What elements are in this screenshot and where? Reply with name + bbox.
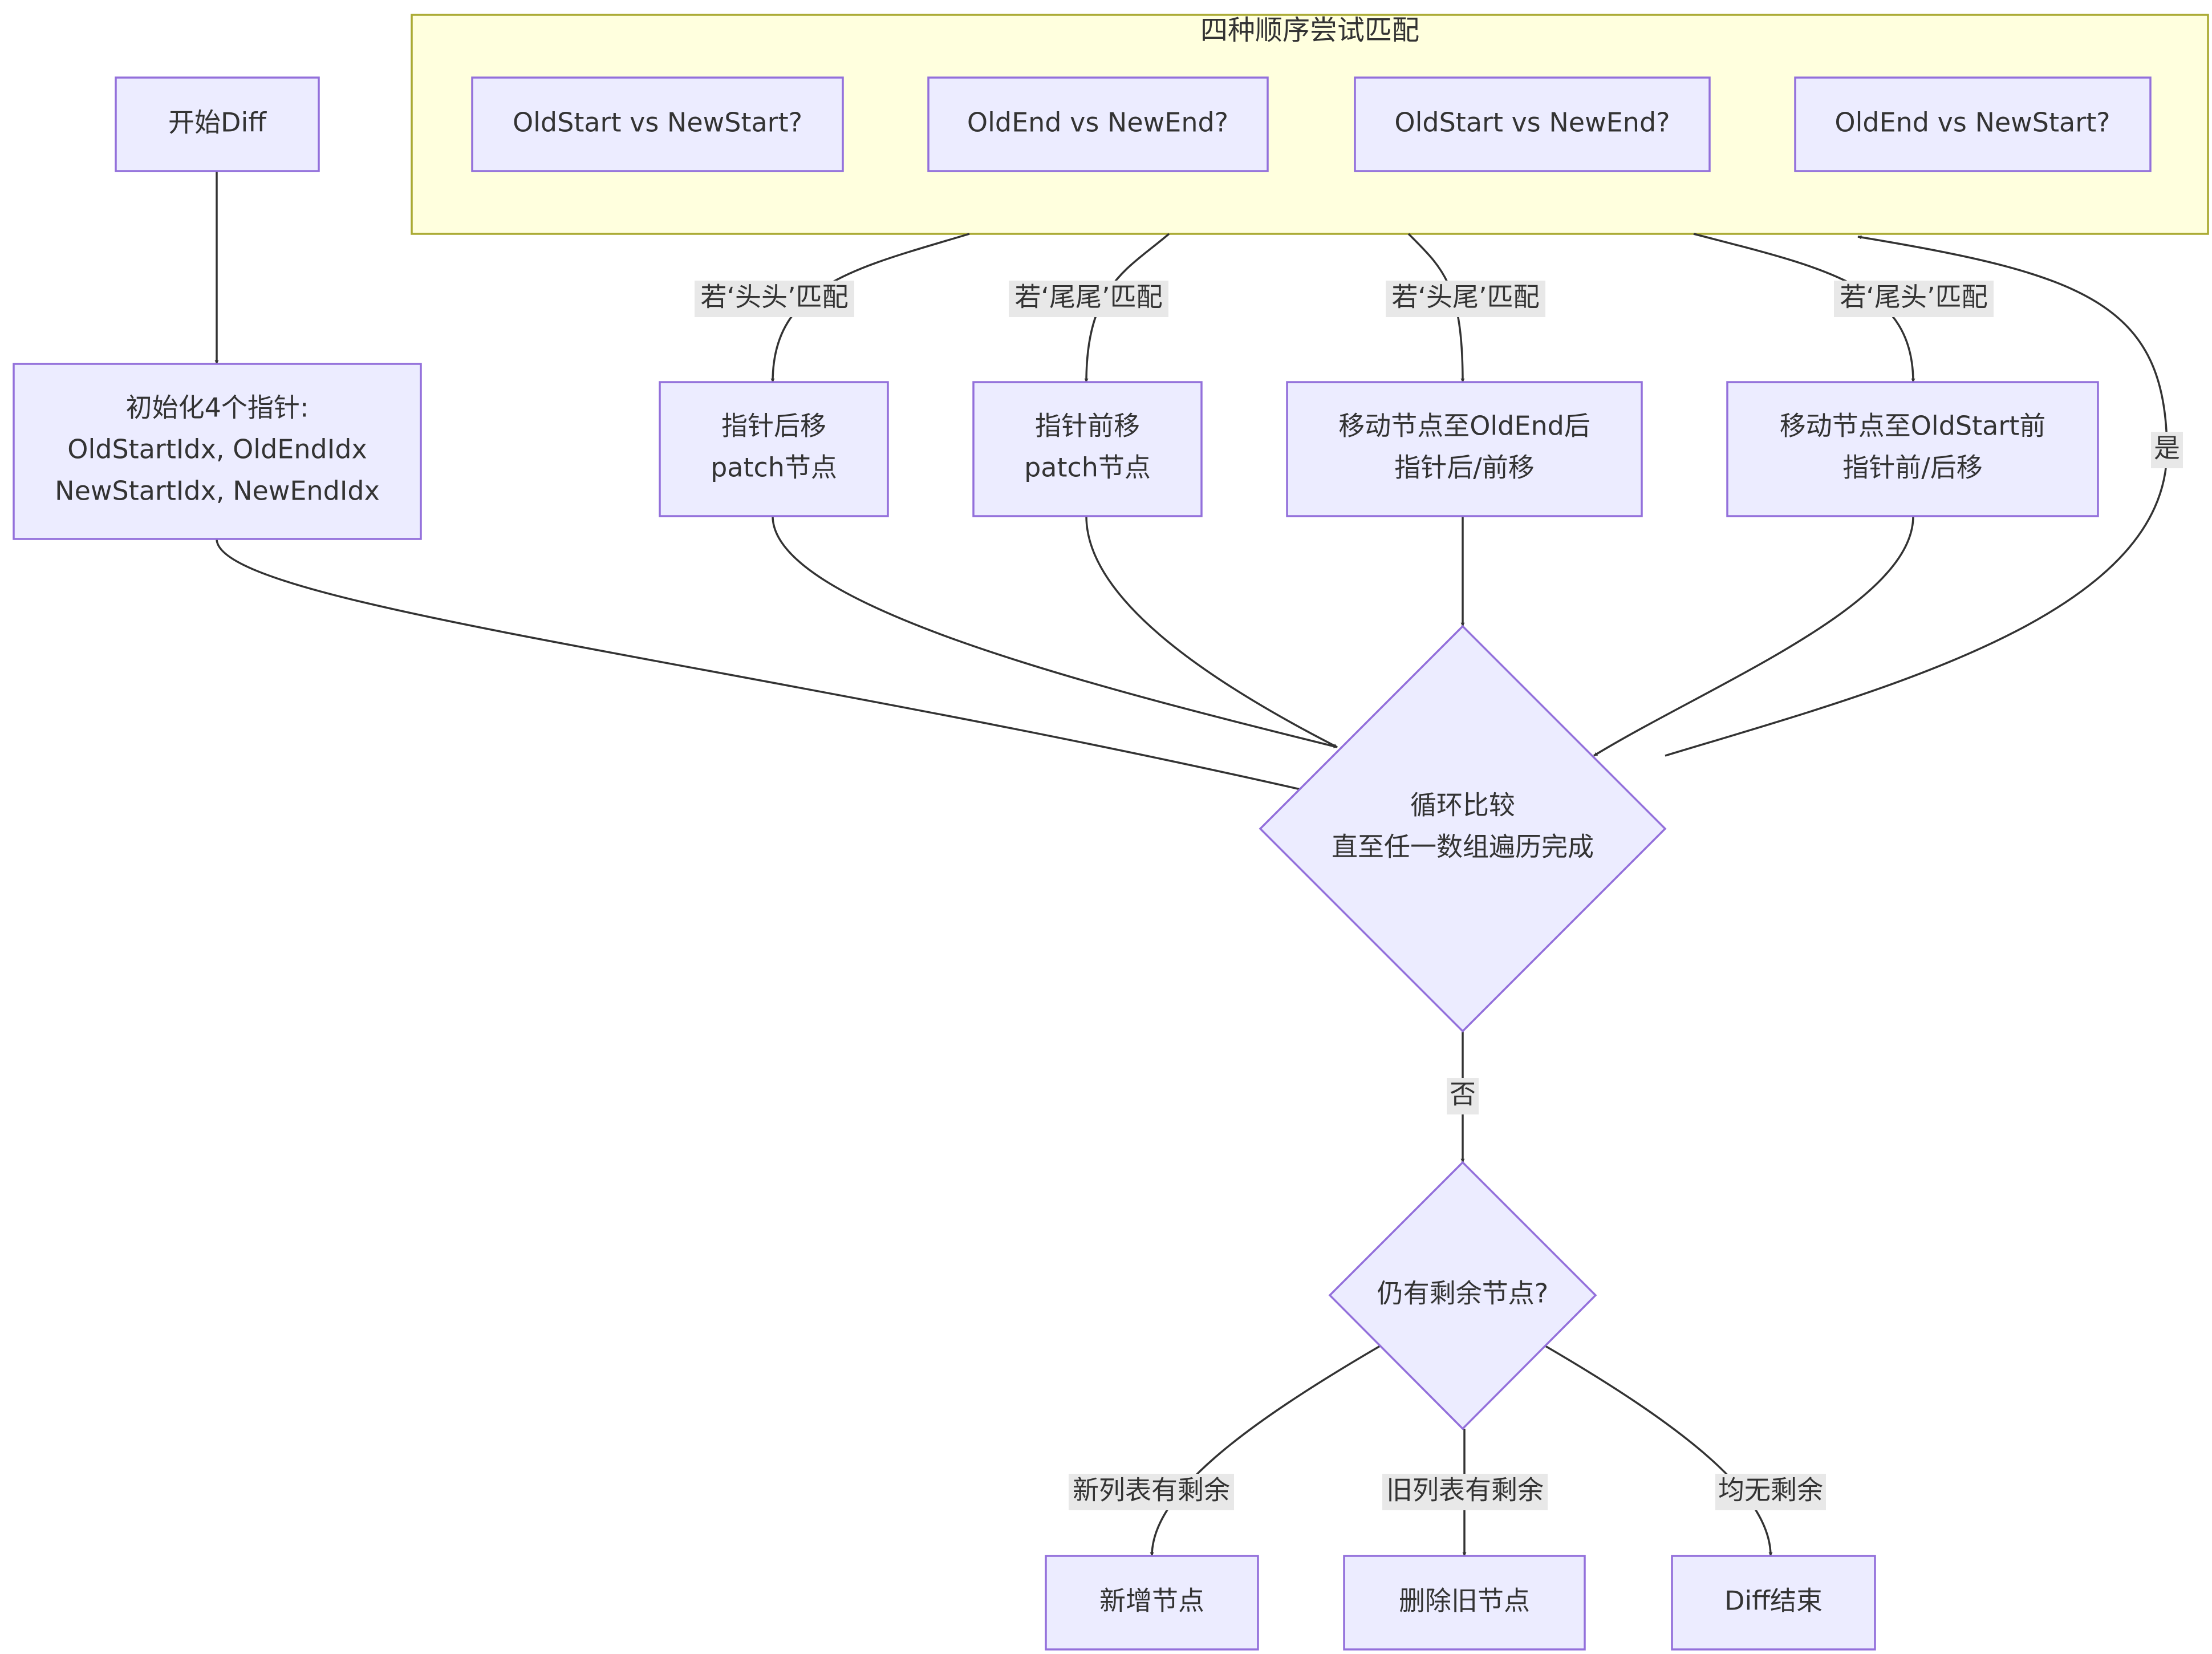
node-loop-line1: 循环比较 — [1410, 790, 1515, 821]
node-init-pointers[interactable]: 初始化4个指针: OldStartIdx, OldEndIdx NewStart… — [13, 363, 422, 540]
edge-act1-to-loop — [772, 516, 1338, 748]
node-loop-compare[interactable]: 循环比较 直至任一数组遍历完成 — [1259, 625, 1667, 1033]
edge-label-old-remaining: 旧列表有剩余 — [1382, 1474, 1548, 1510]
edge-label-none-remaining: 均无剩余 — [1715, 1474, 1826, 1510]
svg-text:若‘尾尾’匹配: 若‘尾尾’匹配 — [1014, 282, 1162, 313]
node-act2-line2: patch节点 — [1024, 452, 1151, 483]
node-act3-line2: 指针后/前移 — [1394, 452, 1535, 483]
node-oldend-vs-newstart[interactable]: OldEnd vs NewStart? — [1794, 76, 2152, 172]
node-act3-line1: 移动节点至OldEnd后 — [1338, 411, 1590, 441]
node-init-line1: 初始化4个指针: — [126, 392, 309, 423]
node-act4-line2: 指针前/后移 — [1842, 452, 1983, 483]
svg-text:是: 是 — [2154, 433, 2180, 464]
node-move-after-oldend[interactable]: 移动节点至OldEnd后 指针后/前移 — [1286, 381, 1643, 517]
cluster-title: 四种顺序尝试匹配 — [1200, 14, 1419, 46]
edge-remain-to-end — [1545, 1345, 1773, 1556]
node-act4-line1: 移动节点至OldStart前 — [1780, 411, 2046, 441]
node-init-line2: OldStartIdx, OldEndIdx — [67, 434, 367, 465]
svg-text:若‘尾头’匹配: 若‘尾头’匹配 — [1840, 282, 1987, 313]
node-add-label: 新增节点 — [1099, 1586, 1204, 1616]
edge-label-tail-head: 若‘尾头’匹配 — [1834, 281, 1994, 317]
node-del-label: 删除旧节点 — [1399, 1586, 1530, 1616]
node-oldend-vs-newend[interactable]: OldEnd vs NewEnd? — [927, 76, 1269, 172]
edge-act2-to-loop — [1085, 516, 1338, 748]
node-cmp3-label: OldStart vs NewEnd? — [1394, 107, 1670, 138]
node-cmp4-label: OldEnd vs NewStart? — [1834, 107, 2110, 138]
svg-text:若‘头头’匹配: 若‘头头’匹配 — [700, 282, 848, 313]
node-start[interactable]: 开始Diff — [115, 76, 320, 172]
edge-label-no: 否 — [1447, 1078, 1479, 1114]
node-oldstart-vs-newend[interactable]: OldStart vs NewEnd? — [1354, 76, 1711, 172]
edge-init-to-loop — [216, 538, 1311, 793]
node-cmp2-label: OldEnd vs NewEnd? — [967, 107, 1228, 138]
node-remaining-check[interactable]: 仍有剩余节点? — [1328, 1161, 1597, 1430]
edge-label-tail-tail: 若‘尾尾’匹配 — [1009, 281, 1168, 317]
node-oldstart-vs-newstart[interactable]: OldStart vs NewStart? — [471, 76, 844, 172]
node-pointer-backward[interactable]: 指针前移 patch节点 — [972, 381, 1203, 517]
svg-text:旧列表有剩余: 旧列表有剩余 — [1386, 1475, 1544, 1506]
node-init-line3: NewStartIdx, NewEndIdx — [55, 476, 380, 506]
edge-label-yes: 是 — [2151, 432, 2183, 468]
svg-text:否: 否 — [1450, 1079, 1476, 1110]
edge-loop-yes-to-cluster — [1665, 235, 2168, 757]
svg-text:若‘头尾’匹配: 若‘头尾’匹配 — [1391, 282, 1539, 313]
node-remain-label: 仍有剩余节点? — [1377, 1278, 1548, 1309]
node-end-label: Diff结束 — [1724, 1586, 1823, 1616]
node-delete-old[interactable]: 删除旧节点 — [1343, 1555, 1586, 1651]
edge-remain-to-add — [1150, 1345, 1381, 1556]
node-act2-line1: 指针前移 — [1035, 411, 1140, 441]
edge-act4-to-loop — [1593, 516, 1914, 757]
edges — [214, 171, 2168, 1556]
node-move-before-oldstart[interactable]: 移动节点至OldStart前 指针前/后移 — [1726, 381, 2099, 517]
node-act1-line2: patch节点 — [711, 452, 837, 483]
edge-label-new-remaining: 新列表有剩余 — [1069, 1474, 1234, 1510]
edge-label-head-head: 若‘头头’匹配 — [695, 281, 854, 317]
node-diff-end[interactable]: Diff结束 — [1671, 1555, 1876, 1651]
node-add-nodes[interactable]: 新增节点 — [1045, 1555, 1259, 1651]
node-loop-line2: 直至任一数组遍历完成 — [1332, 832, 1594, 862]
edge-label-head-tail: 若‘头尾’匹配 — [1386, 281, 1545, 317]
svg-text:新列表有剩余: 新列表有剩余 — [1073, 1475, 1230, 1506]
node-cmp1-label: OldStart vs NewStart? — [513, 107, 802, 138]
node-act1-line1: 指针后移 — [721, 411, 826, 441]
svg-text:均无剩余: 均无剩余 — [1718, 1475, 1823, 1506]
node-start-label: 开始Diff — [168, 107, 267, 138]
node-pointer-forward[interactable]: 指针后移 patch节点 — [659, 381, 889, 517]
